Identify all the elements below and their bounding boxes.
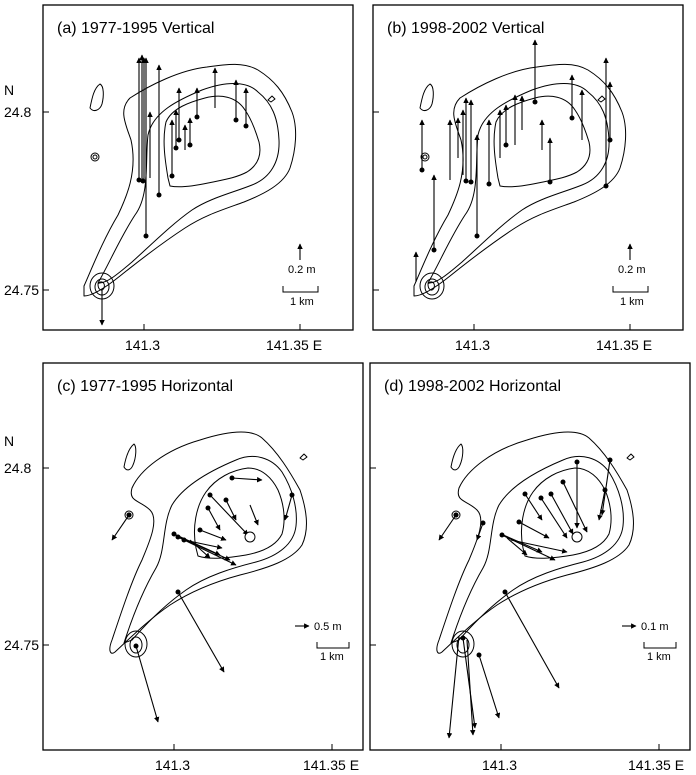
lat-label-bottom-24.8: 24.8 bbox=[4, 460, 31, 476]
lat-label-top-24.75: 24.75 bbox=[4, 282, 39, 298]
panel-c-scale-label: 0.5 m bbox=[314, 621, 342, 633]
panel-d-scale-bar bbox=[643, 642, 677, 649]
panel-d-vectors bbox=[438, 457, 613, 739]
panel-b-frame bbox=[372, 4, 684, 331]
lon-label-a-141.3: 141.3 bbox=[125, 337, 160, 353]
panel-d-distance-label: 1 km bbox=[647, 651, 671, 663]
panel-d: (d) 1998-2002 Horizontal bbox=[369, 362, 691, 751]
panel-d-title: (d) 1998-2002 Horizontal bbox=[384, 378, 561, 395]
panel-d-frame bbox=[369, 362, 691, 751]
north-label-top: N bbox=[4, 82, 14, 98]
panel-a-frame bbox=[42, 4, 354, 331]
panel-b-coastline bbox=[413, 63, 627, 300]
panel-b-scale-label: 0.2 m bbox=[618, 264, 646, 276]
lon-label-d-141.3: 141.3 bbox=[482, 757, 517, 773]
panel-a-scale-bar bbox=[282, 286, 319, 293]
lon-label-c-141.35: 141.35 E bbox=[303, 757, 359, 773]
panel-c-frame bbox=[42, 362, 364, 751]
lat-label-bottom-24.75: 24.75 bbox=[4, 637, 39, 653]
panel-d-scale-label: 0.1 m bbox=[641, 621, 669, 633]
lon-label-c-141.3: 141.3 bbox=[155, 757, 190, 773]
panel-b-scale-bar bbox=[612, 286, 649, 293]
panel-a-scale-label: 0.2 m bbox=[288, 264, 316, 276]
panel-c-distance-label: 1 km bbox=[320, 651, 344, 663]
panel-b-distance-label: 1 km bbox=[620, 296, 644, 308]
panel-a-title: (a) 1977-1995 Vertical bbox=[57, 20, 214, 37]
panel-a-coastline bbox=[83, 63, 297, 300]
panel-a: (a) 1977-1995 Vertical 0.2 m bbox=[42, 4, 354, 331]
lon-label-a-141.35: 141.35 E bbox=[266, 337, 322, 353]
panel-b-title: (b) 1998-2002 Vertical bbox=[387, 20, 544, 37]
panel-b: (b) 1998-2002 Vertical bbox=[372, 4, 684, 331]
panel-c-coastline bbox=[109, 431, 308, 658]
lon-label-b-141.3: 141.3 bbox=[455, 337, 490, 353]
panel-c-vectors bbox=[111, 475, 295, 723]
north-label-bottom: N bbox=[4, 433, 14, 449]
panel-d-coastline bbox=[436, 431, 635, 658]
panel-a-vectors bbox=[99, 54, 249, 326]
panel-c: (c) 1977-1995 Horizontal 0.5 m bbox=[42, 362, 364, 751]
panel-c-title: (c) 1977-1995 Horizontal bbox=[57, 378, 233, 395]
lat-label-top-24.8: 24.8 bbox=[4, 104, 31, 120]
panel-c-scale-bar bbox=[316, 642, 350, 649]
lon-label-d-141.35: 141.35 E bbox=[628, 757, 684, 773]
panel-b-vectors bbox=[413, 39, 613, 282]
panel-a-distance-label: 1 km bbox=[290, 296, 314, 308]
lon-label-b-141.35: 141.35 E bbox=[596, 337, 652, 353]
